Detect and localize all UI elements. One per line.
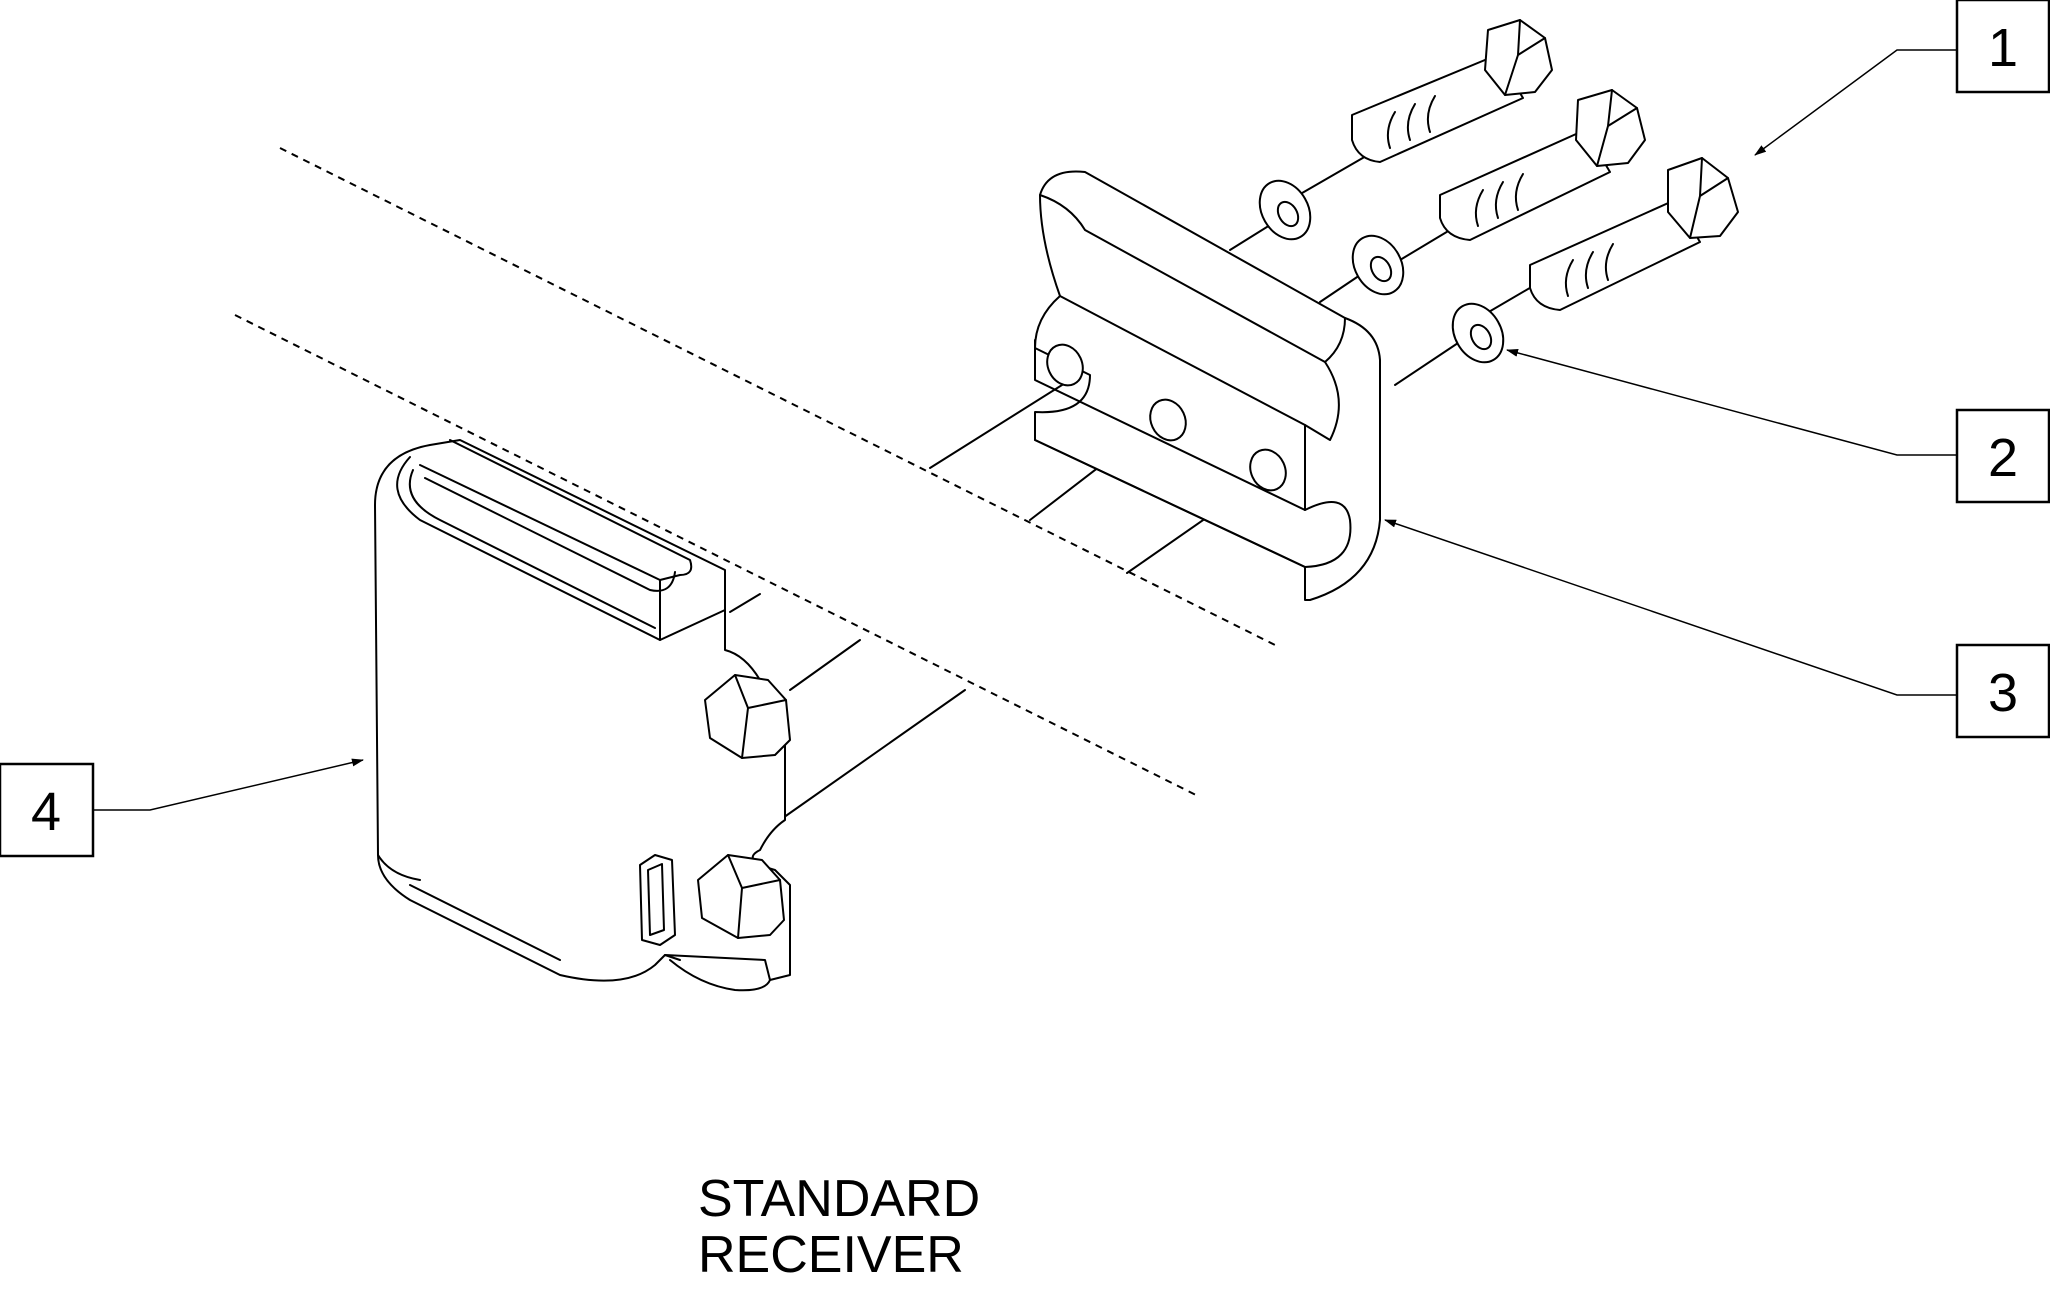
callout-label: 2 [1988, 428, 2018, 488]
callout-label: 1 [1988, 18, 2018, 78]
leader-lines [93, 49, 1957, 811]
receiver-housing [374, 439, 791, 992]
washer-2 [1351, 234, 1405, 296]
callout-3: 3 [1955, 643, 2050, 739]
caption: STANDARD RECEIVER [698, 1170, 980, 1284]
hex-bolt-2 [1439, 89, 1646, 241]
callout-1: 1 [1955, 0, 2050, 94]
callout-2: 2 [1955, 408, 2050, 504]
washer-1 [1258, 179, 1312, 241]
callout-4: 4 [0, 762, 95, 858]
washer-3 [1451, 302, 1505, 364]
caption-line-2: RECEIVER [698, 1226, 964, 1284]
callout-label: 4 [31, 782, 61, 842]
hex-bolt-3 [1529, 157, 1739, 311]
callout-label: 3 [1988, 663, 2018, 723]
clamp-bracket [1034, 170, 1381, 601]
caption-line-1: STANDARD [698, 1170, 980, 1228]
dashed-centerlines [234, 147, 1276, 798]
hex-bolts [1351, 19, 1739, 311]
washers [1258, 179, 1505, 364]
hex-bolt-1 [1351, 19, 1553, 163]
